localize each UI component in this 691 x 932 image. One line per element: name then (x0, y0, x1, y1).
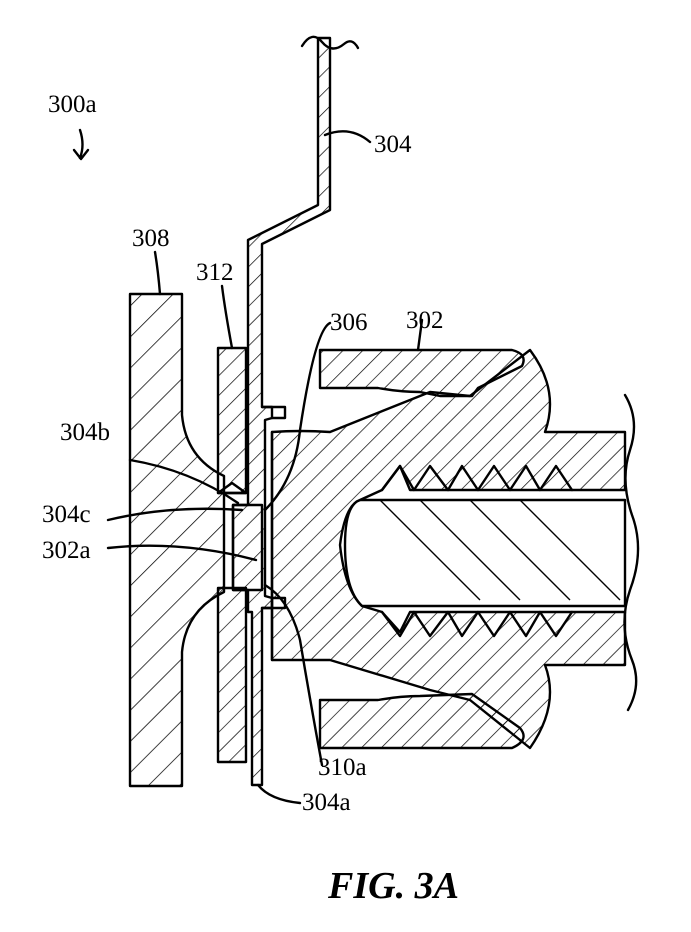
label-308: 308 (132, 225, 170, 252)
label-304: 304 (374, 131, 412, 158)
label-312: 312 (196, 259, 234, 286)
leader-lines (72, 128, 424, 805)
label-304b: 304b (60, 419, 110, 446)
label-302a: 302a (42, 537, 91, 564)
label-304c: 304c (42, 501, 91, 528)
panel-304 (231, 35, 360, 787)
stud-302 (270, 348, 640, 750)
adhesive-306 (231, 503, 264, 592)
plate-308 (128, 292, 226, 788)
label-306: 306 (330, 309, 368, 336)
label-310a: 310a (318, 754, 367, 781)
label-300a: 300a (48, 91, 97, 118)
figure-caption: FIG. 3A (327, 865, 459, 907)
reference-labels: 300a 304 308 312 306 302 304b 304c 302a … (42, 91, 444, 816)
label-304a: 304a (302, 789, 351, 816)
label-302: 302 (406, 307, 444, 334)
